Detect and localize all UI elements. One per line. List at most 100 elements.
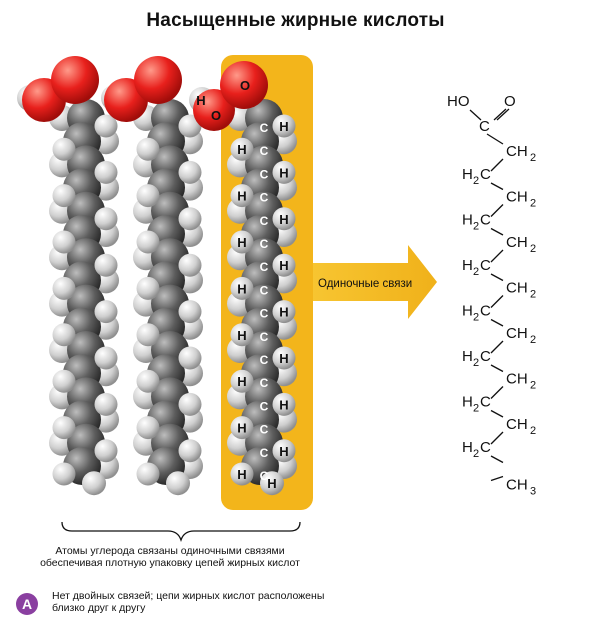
hydrogen-atom	[272, 439, 296, 463]
hydrogen-label: H	[279, 258, 288, 273]
carbon-label: C	[260, 283, 269, 297]
formula-oxygen: O	[504, 93, 516, 110]
hydrogen-atom	[94, 253, 118, 277]
hydrogen-atom	[260, 471, 284, 496]
hydrogen-label: H	[237, 421, 246, 436]
hydrogen-atom	[52, 369, 76, 393]
carbon-label: C	[260, 330, 269, 344]
hydrogen-atom	[272, 392, 296, 416]
diagram-title: Насыщенные жирные кислоты	[146, 10, 445, 31]
carbon-label: C	[260, 307, 269, 321]
hydrogen-atom	[136, 137, 160, 161]
carbon-label: C	[260, 214, 269, 228]
formula-subscript: 2	[530, 289, 536, 301]
carbon-label: C	[260, 167, 269, 181]
bond-line	[490, 475, 504, 482]
formula-methylene-right: CH	[506, 234, 528, 251]
carbon-label: C	[260, 260, 269, 274]
hydrogen-atom	[136, 369, 160, 393]
hydrogen-label: H	[279, 119, 288, 134]
hydrogen-atom	[94, 392, 118, 416]
hydrogen-atom	[178, 392, 202, 416]
formula-subscript: 2	[530, 334, 536, 346]
hydrogen-atom	[52, 462, 76, 486]
formula-methylene-left-carbon: C	[480, 212, 491, 229]
bond-line	[490, 364, 504, 373]
hydrogen-atom	[136, 230, 160, 254]
hydrogen-atom	[230, 276, 254, 300]
hydrogen-atom	[230, 137, 254, 161]
formula-methylene-left: H	[462, 439, 473, 456]
bond-line	[496, 108, 510, 121]
hydrogen-atom	[136, 323, 160, 347]
bond-line	[490, 273, 504, 282]
hydrogen-atom	[272, 207, 296, 231]
hydrogen-atom	[94, 346, 118, 370]
formula-methylene-left: H	[462, 303, 473, 320]
formula-methylene-left-carbon: C	[480, 257, 491, 274]
hydrogen-atom	[230, 462, 254, 486]
formula-methylene-left-carbon: C	[480, 394, 491, 411]
formula-methylene-left: H	[462, 166, 473, 183]
hydrogen-label: H	[279, 397, 288, 412]
hydrogen-atom	[52, 184, 76, 208]
formula-methylene-left: H	[462, 348, 473, 365]
carbon-label: C	[260, 446, 269, 460]
bond-line	[486, 133, 504, 145]
hydrogen-label: H	[237, 281, 246, 296]
chains-brace	[61, 521, 301, 543]
formula-subscript: 2	[530, 380, 536, 392]
hydrogen-atom	[94, 439, 118, 463]
hydrogen-label: H	[237, 235, 246, 250]
carbon-label: C	[260, 237, 269, 251]
hydrogen-atom	[52, 323, 76, 347]
hydrogen-atom	[52, 230, 76, 254]
hydrogen-atom	[230, 230, 254, 254]
hydrogen-label: H	[279, 444, 288, 459]
hydrogen-atom	[94, 114, 118, 138]
bond-line	[490, 318, 504, 327]
carbon-label: C	[260, 353, 269, 367]
formula-subscript: 2	[473, 448, 479, 460]
hydrogen-atom	[272, 160, 296, 184]
hydrogen-atom	[136, 276, 160, 300]
formula-carbon: C	[479, 118, 490, 135]
formula-subscript: 2	[530, 243, 536, 255]
bond-line	[490, 386, 504, 399]
hydrogen-atom	[272, 346, 296, 370]
formula-subscript: 2	[473, 175, 479, 187]
hydrogen-atom	[272, 300, 296, 324]
fatty-acid-chain	[49, 99, 119, 496]
formula-methylene-right: CH	[506, 280, 528, 297]
formula-methylene-left-carbon: C	[480, 439, 491, 456]
hydrogen-atom	[136, 462, 160, 486]
hydrogen-label: H	[267, 476, 276, 491]
oxygen-atom	[134, 56, 182, 104]
hydrogen-label: H	[237, 374, 246, 389]
carbon-label: C	[260, 191, 269, 205]
formula-methylene-right: CH	[506, 416, 528, 433]
hydrogen-atom	[178, 160, 202, 184]
formula-subscript: 3	[530, 486, 536, 498]
formula-methylene-left: H	[462, 394, 473, 411]
carbon-label: C	[260, 376, 269, 390]
carbon-label: C	[260, 121, 269, 135]
caption-text: Атомы углерода связаны одиночными связям…	[40, 545, 300, 569]
bond-line	[490, 295, 504, 308]
carbon-label: C	[260, 469, 269, 483]
formula-subscript: 2	[473, 221, 479, 233]
hydrogen-atom	[230, 184, 254, 208]
formula-hydroxyl: HO	[447, 93, 470, 110]
oxygen-atom	[51, 56, 99, 104]
formula-methylene-right: CH	[506, 371, 528, 388]
hydrogen-atom	[52, 276, 76, 300]
formula-methylene-right: CH	[506, 143, 528, 160]
hydrogen-atom	[178, 346, 202, 370]
hydrogen-label: H	[279, 212, 288, 227]
hydrogen-atom	[136, 416, 160, 440]
bond-line	[490, 455, 504, 464]
bond-line	[493, 108, 507, 121]
bond-line	[490, 249, 504, 263]
formula-methylene-right: CH	[506, 189, 528, 206]
